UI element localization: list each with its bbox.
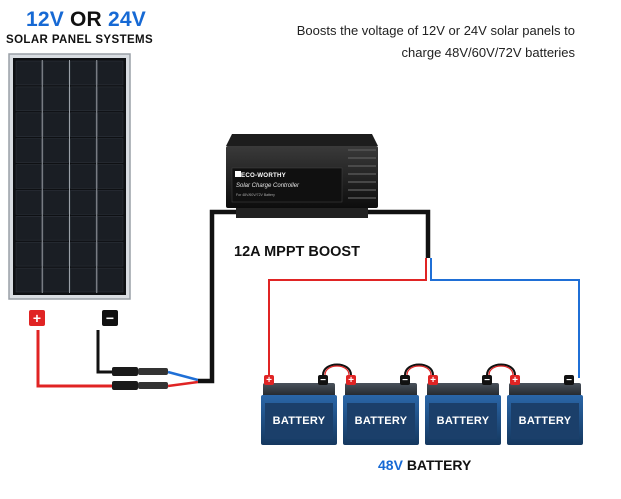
solar-cell (42, 86, 69, 112)
solar-cell (15, 138, 42, 163)
battery-negative-wire (430, 258, 580, 378)
solar-cell (42, 267, 69, 293)
solar-cell (97, 86, 124, 112)
controller-output-cable (360, 209, 431, 258)
solar-cell (70, 138, 97, 163)
battery-positive-terminal-icon: + (428, 375, 438, 386)
system-subtitle: SOLAR PANEL SYSTEMS (6, 34, 154, 46)
controller-name: Solar Charge Controller (236, 183, 300, 189)
battery-bank-text: BATTERY (406, 457, 472, 473)
solar-cells (15, 60, 124, 293)
battery-bank-voltage: 48V (378, 457, 403, 473)
battery-negative-terminal-icon: − (564, 375, 574, 386)
battery-unit-label: BATTERY (354, 415, 408, 427)
battery-negative-terminal-icon: − (318, 375, 328, 386)
battery-unit: +− (261, 375, 337, 445)
solar-cell (70, 190, 97, 215)
controller-brand: ECO-WORTHY (241, 172, 286, 179)
voltage-option-b: 24V (107, 8, 146, 31)
battery-positive-wire (268, 258, 427, 378)
solar-cell (15, 112, 42, 137)
controller-input-cable (198, 209, 238, 384)
terminal-symbol: + (430, 375, 436, 386)
controller-model-label: 12A MPPT BOOST (234, 244, 360, 260)
terminal-symbol: + (348, 375, 354, 386)
series-link-wire-red (488, 365, 514, 376)
battery-positive-terminal-icon: + (346, 375, 356, 386)
solar-cell (97, 164, 124, 189)
solar-cell (97, 60, 124, 86)
solar-cell (97, 216, 124, 241)
panel-negative-wire (96, 330, 118, 374)
feature-description: Boosts the voltage of 12V or 24V solar p… (297, 20, 575, 64)
solar-cell (42, 241, 69, 267)
solar-cell (15, 241, 42, 267)
solar-cell (70, 164, 97, 189)
solar-cell (15, 60, 42, 86)
solar-cell (15, 164, 42, 189)
charge-controller (226, 134, 378, 218)
terminal-symbol: − (566, 375, 572, 386)
solar-cell (15, 216, 42, 241)
solar-cell (42, 216, 69, 241)
controller-small-text: For 48V/60V/72V Battery (236, 193, 275, 197)
solar-cell (97, 241, 124, 267)
description-line-2: charge 48V/60V/72V batteries (401, 45, 575, 60)
solar-cell (42, 60, 69, 86)
battery-unit: +− (343, 375, 419, 445)
series-link-wire (486, 363, 516, 376)
battery-positive-terminal-icon: + (264, 375, 274, 386)
solar-cell (15, 86, 42, 112)
series-link-wire-red (324, 365, 350, 376)
battery-unit: +− (507, 375, 583, 445)
terminal-symbol: − (320, 375, 326, 386)
battery-unit-label: BATTERY (436, 415, 490, 427)
series-link-wire-red (406, 365, 432, 376)
series-link-wire (404, 363, 434, 376)
solar-cell (70, 241, 97, 267)
solar-cell (42, 164, 69, 189)
voltage-option-a: 12V (26, 8, 64, 31)
solar-cell (15, 190, 42, 215)
battery-bank-label: 48V BATTERY (378, 457, 471, 473)
solar-cell (97, 138, 124, 163)
battery-unit: +− (425, 375, 501, 445)
solar-panel (8, 53, 131, 300)
solar-cell (97, 112, 124, 137)
terminal-symbol: − (484, 375, 490, 386)
battery-series-links (322, 363, 516, 376)
panel-positive-wire (36, 330, 112, 388)
solar-cell (15, 267, 42, 293)
voltage-or: OR (70, 8, 102, 31)
solar-cell (42, 190, 69, 215)
solar-cell (70, 60, 97, 86)
battery-unit-label: BATTERY (518, 415, 572, 427)
battery-negative-terminal-icon: − (482, 375, 492, 386)
battery-negative-terminal-icon: − (400, 375, 410, 386)
battery-unit-label: BATTERY (272, 415, 326, 427)
solar-cell (70, 267, 97, 293)
solar-cell (42, 112, 69, 137)
system-voltage-heading: 12V OR 24V (26, 8, 146, 32)
series-link-wire (322, 363, 352, 376)
solar-cell (97, 267, 124, 293)
description-line-1: Boosts the voltage of 12V or 24V solar p… (296, 23, 575, 38)
terminal-symbol: + (512, 375, 518, 386)
solar-cell (70, 112, 97, 137)
terminal-symbol: − (402, 375, 408, 386)
terminal-symbol: + (266, 375, 272, 386)
battery-bank: +−+−+−+− (261, 375, 583, 445)
mc4-connectors (112, 367, 199, 390)
battery-positive-terminal-icon: + (510, 375, 520, 386)
solar-cell (42, 138, 69, 163)
solar-cell (70, 216, 97, 241)
solar-cell (97, 190, 124, 215)
solar-cell (70, 86, 97, 112)
